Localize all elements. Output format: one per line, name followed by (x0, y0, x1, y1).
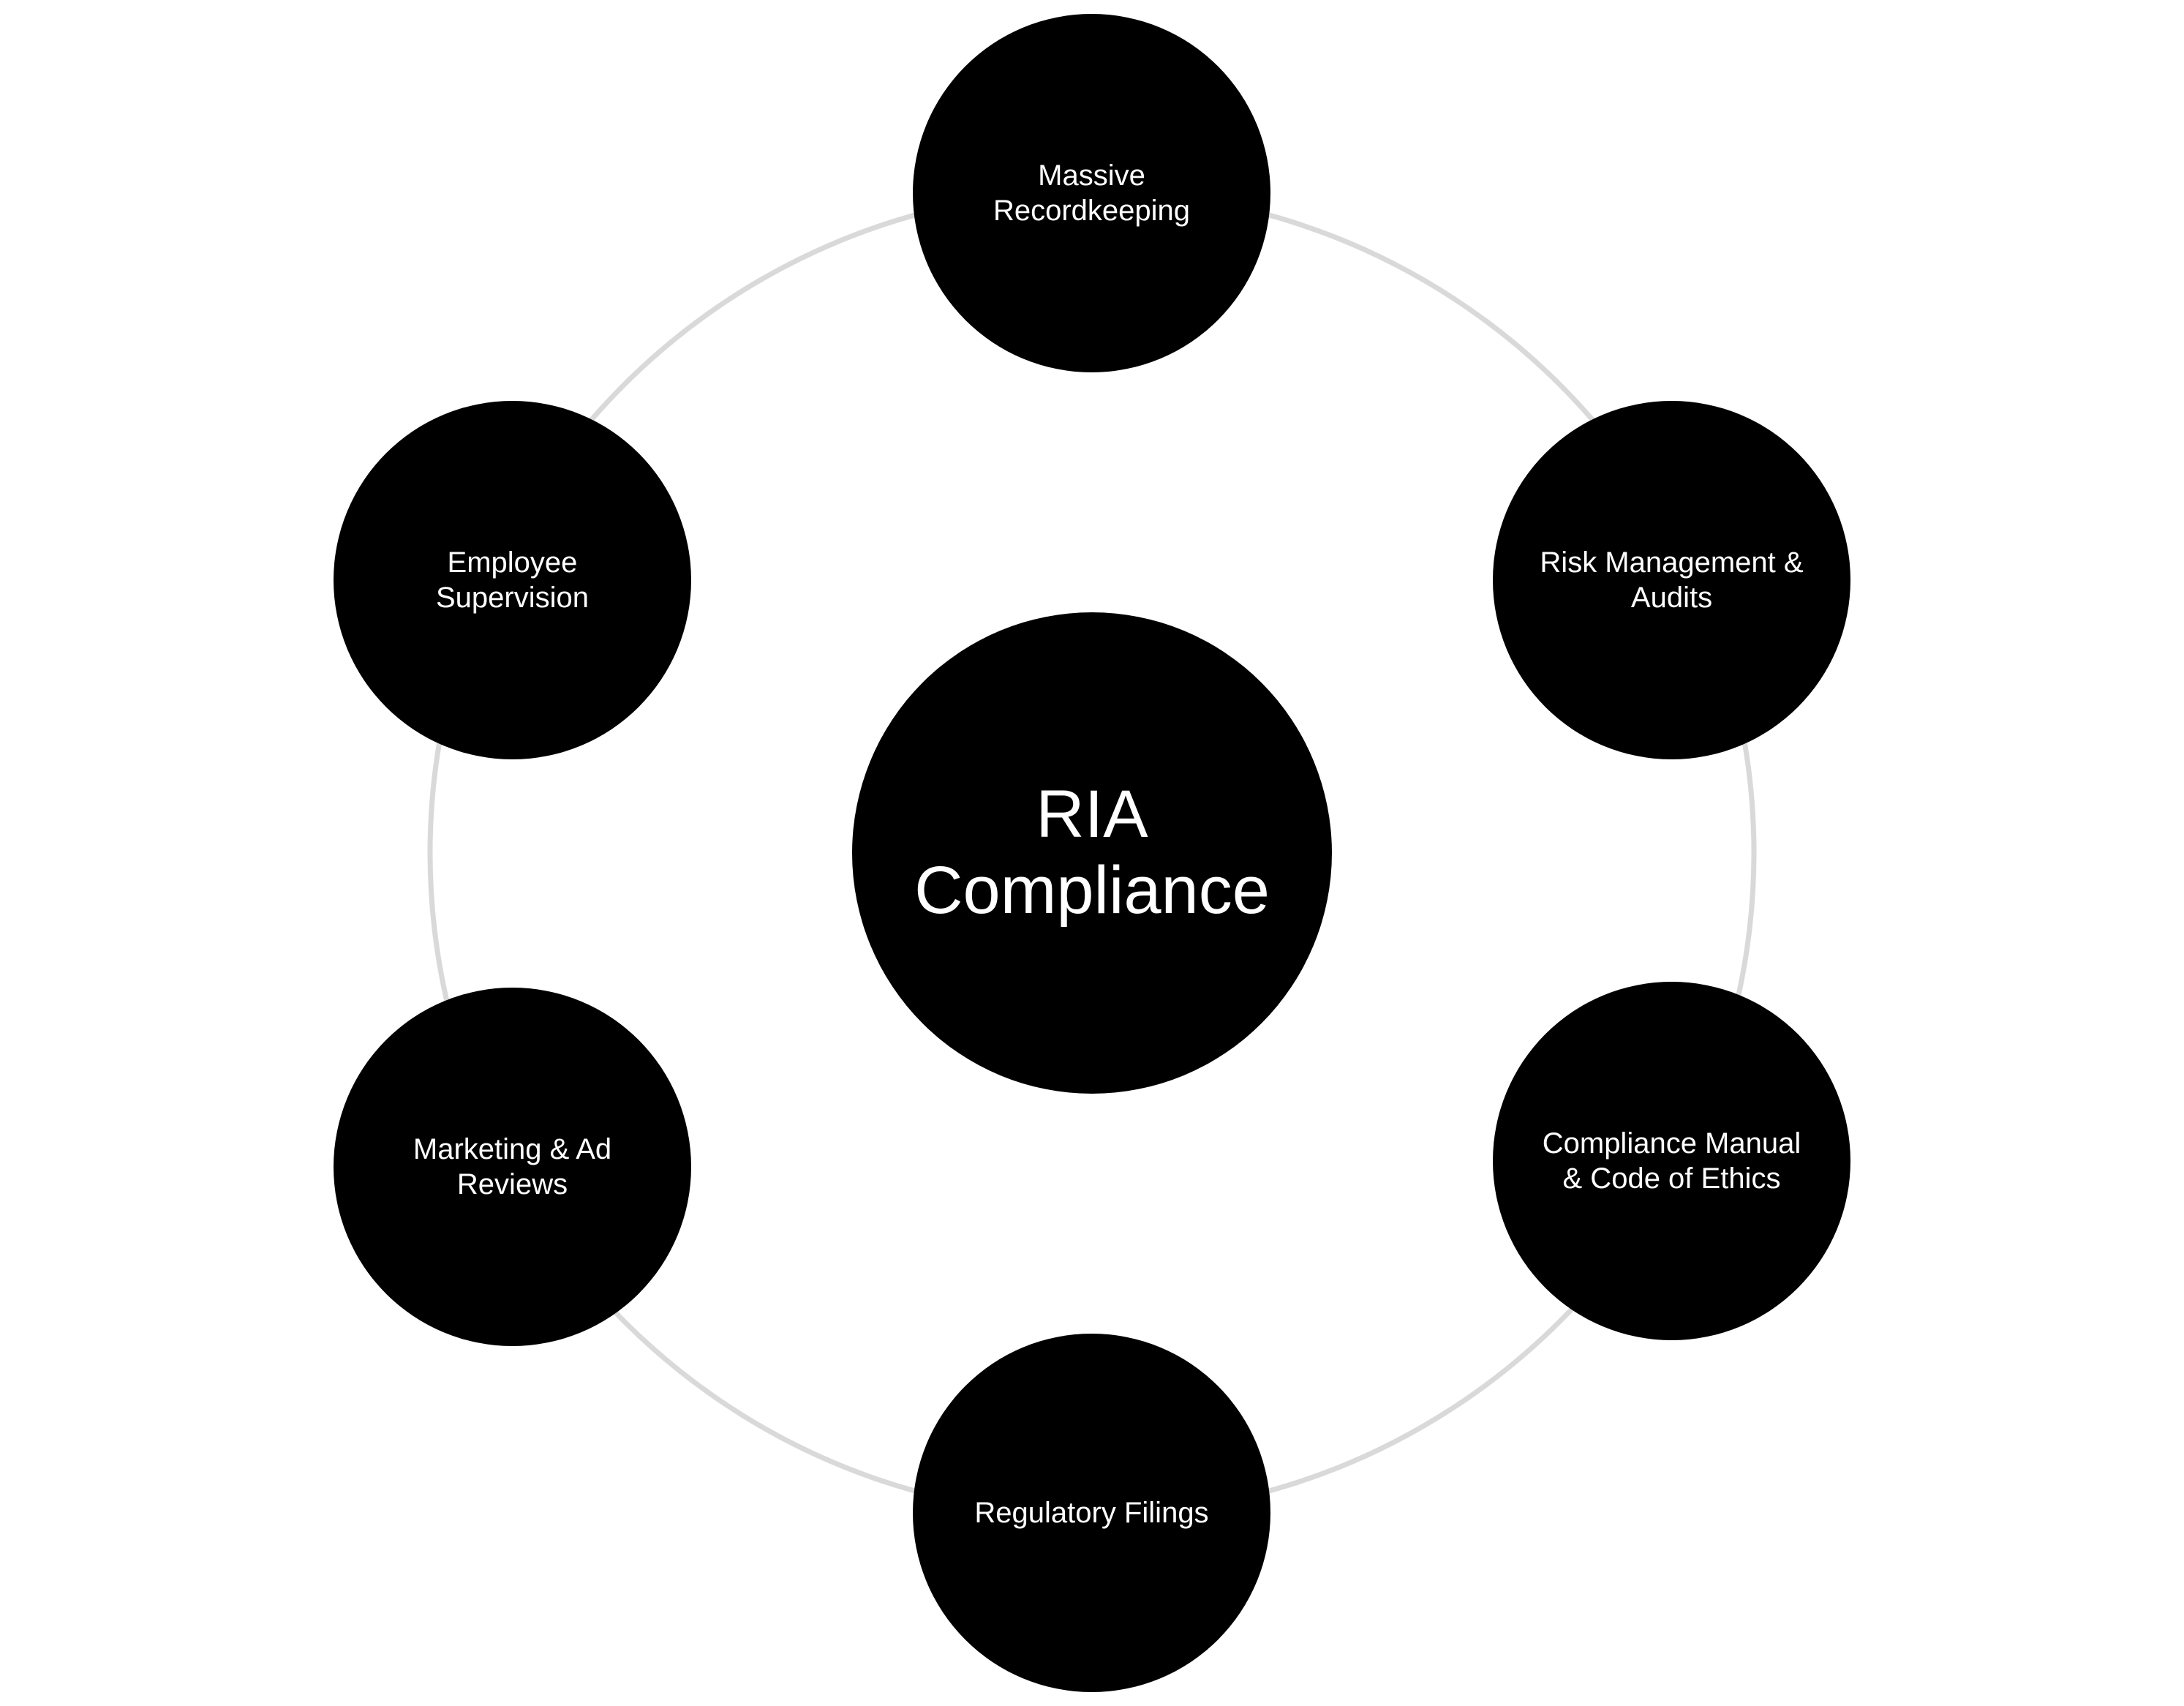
node-label: Regulatory Filings (974, 1497, 1209, 1529)
center-node-label: RIA Compliance (914, 777, 1270, 928)
node-employee-supervision: Employee Supervision (334, 401, 691, 759)
node-marketing-ad-reviews: Marketing & Ad Reviews (334, 988, 691, 1346)
node-label: Employee Supervision (435, 546, 589, 614)
node-label: Massive Recordkeeping (993, 159, 1191, 227)
node-massive-recordkeeping: Massive Recordkeeping (913, 14, 1270, 372)
center-node: RIA Compliance (852, 612, 1332, 1094)
node-risk-management-audits: Risk Management & Audits (1493, 401, 1850, 759)
node-regulatory-filings: Regulatory Filings (913, 1334, 1270, 1692)
node-label: Compliance Manual & Code of Ethics (1542, 1127, 1801, 1195)
node-label: Risk Management & Audits (1540, 546, 1804, 614)
node-label: Marketing & Ad Reviews (413, 1133, 612, 1200)
node-compliance-manual-code-of-ethics: Compliance Manual & Code of Ethics (1493, 982, 1850, 1340)
